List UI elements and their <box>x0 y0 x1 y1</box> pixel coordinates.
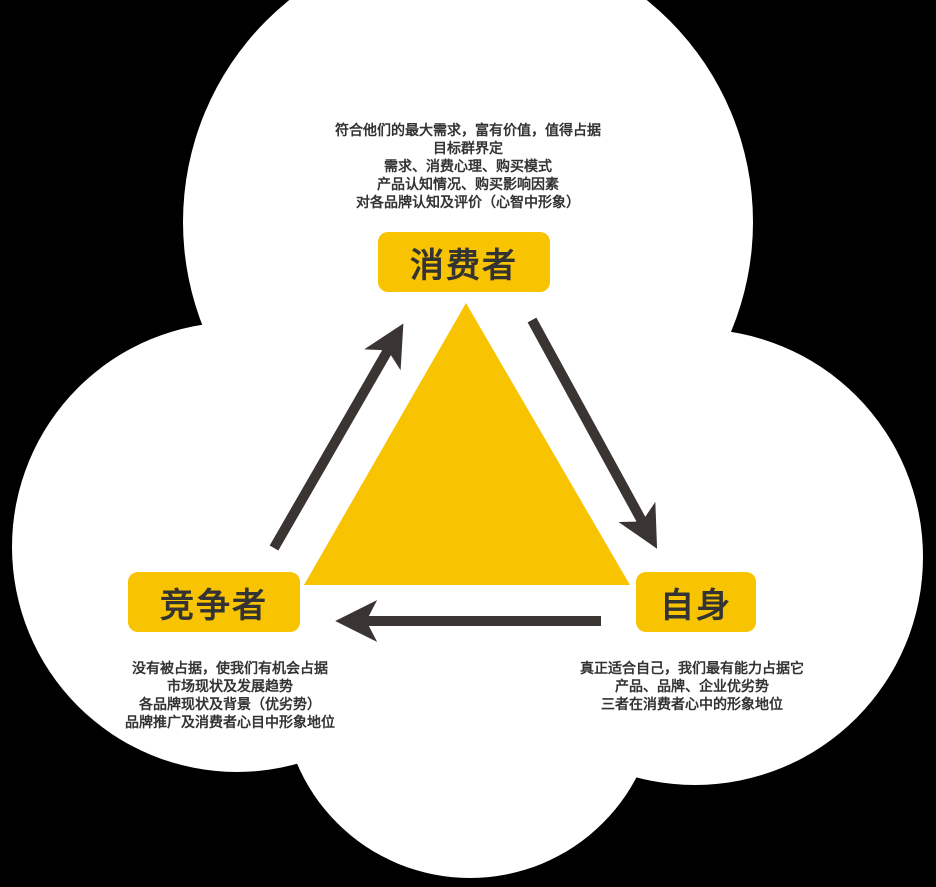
competitor-line: 没有被占据，使我们有机会占据 <box>132 661 328 677</box>
self-line: 三者在消费者心中的形象地位 <box>601 697 783 713</box>
competitor-line: 品牌推广及消费者心目中形象地位 <box>125 715 335 731</box>
arrow-consumer-to-self <box>527 317 658 549</box>
arrow-competitor-to-consumer <box>269 323 404 551</box>
consumer-line: 需求、消费心理、购买模式 <box>384 159 552 175</box>
self-line: 真正适合自己，我们最有能力占据它 <box>580 661 804 677</box>
competitor-line: 各品牌现状及背景（优劣势） <box>139 697 321 713</box>
consumer-line: 符合他们的最大需求，富有价值，值得占据 <box>335 123 601 139</box>
center-triangle <box>304 303 630 585</box>
consumer-line: 对各品牌认知及评价（心智中形象） <box>356 195 580 211</box>
consumer-line: 目标群界定 <box>433 141 503 157</box>
competitor-description: 没有被占据，使我们有机会占据 市场现状及发展趋势 各品牌现状及背景（优劣势） 品… <box>70 660 390 732</box>
self-label: 自身 <box>636 572 756 632</box>
consumer-description: 符合他们的最大需求，富有价值，值得占据 目标群界定 需求、消费心理、购买模式 产… <box>268 122 668 212</box>
competitor-line: 市场现状及发展趋势 <box>167 679 293 695</box>
consumer-line: 产品认知情况、购买影响因素 <box>377 177 559 193</box>
consumer-label: 消费者 <box>378 232 550 292</box>
self-line: 产品、品牌、企业优劣势 <box>615 679 769 695</box>
self-description: 真正适合自己，我们最有能力占据它 产品、品牌、企业优劣势 三者在消费者心中的形象… <box>532 660 852 714</box>
competitor-label: 竞争者 <box>128 572 300 632</box>
